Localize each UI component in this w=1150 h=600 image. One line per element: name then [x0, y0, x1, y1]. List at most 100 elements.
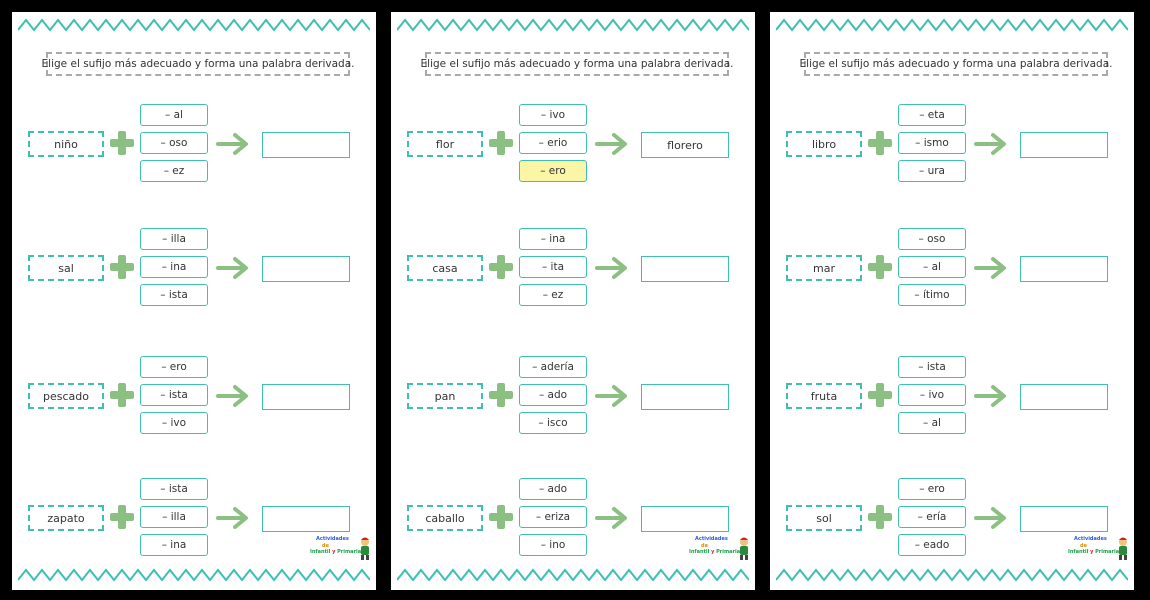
- answer-box[interactable]: florero: [641, 132, 729, 158]
- exercise-row: pescado – ero – ista – ivo: [12, 356, 376, 444]
- worksheet-2: Elige el sufijo más adecuado y forma una…: [391, 12, 755, 590]
- base-word-box: flor: [407, 131, 483, 157]
- answer-box[interactable]: [641, 384, 729, 410]
- arrow-right-icon: [216, 507, 248, 529]
- suffix-option[interactable]: – illa: [140, 506, 208, 528]
- plus-icon: [868, 383, 892, 407]
- exercise-row: niño – al – oso – ez: [12, 104, 376, 192]
- suffix-option[interactable]: – ina: [140, 256, 208, 278]
- suffix-option[interactable]: – ino: [519, 534, 587, 556]
- suffix-option[interactable]: – erio: [519, 132, 587, 154]
- suffix-option[interactable]: – ado: [519, 384, 587, 406]
- exercise-row: mar – oso – al – ítimo: [770, 228, 1134, 316]
- arrow-right-icon: [974, 385, 1006, 407]
- base-word-box: fruta: [786, 383, 862, 409]
- top-zigzag-border: [18, 18, 370, 32]
- suffix-option[interactable]: – ista: [140, 478, 208, 500]
- exercise-row: sol – ero – ería – eado: [770, 478, 1134, 566]
- exercise-row: zapato – ista – illa – ina: [12, 478, 376, 566]
- base-word: fruta: [810, 389, 838, 403]
- answer-box[interactable]: [262, 506, 350, 532]
- suffix-option[interactable]: – eta: [898, 104, 966, 126]
- plus-icon: [489, 131, 513, 155]
- site-logo: Actividades de Infantil y Primaria: [1066, 536, 1132, 560]
- base-word: pescado: [43, 389, 89, 403]
- suffix-option[interactable]: – ura: [898, 160, 966, 182]
- answer-box[interactable]: [641, 506, 729, 532]
- answer-box[interactable]: [1020, 384, 1108, 410]
- suffix-option[interactable]: – ina: [140, 534, 208, 556]
- suffix-option[interactable]: – eriza: [519, 506, 587, 528]
- worksheet-1: Elige el sufijo más adecuado y forma una…: [12, 12, 376, 590]
- suffix-option[interactable]: – ería: [898, 506, 966, 528]
- suffix-option[interactable]: – ado: [519, 478, 587, 500]
- suffix-option[interactable]: – ero: [140, 356, 208, 378]
- base-word: sal: [58, 261, 74, 275]
- answer-box[interactable]: [262, 132, 350, 158]
- base-word: flor: [435, 137, 455, 151]
- base-word-box: pescado: [28, 383, 104, 409]
- worksheet-3: Elige el sufijo más adecuado y forma una…: [770, 12, 1134, 590]
- arrow-right-icon: [974, 507, 1006, 529]
- plus-icon: [868, 131, 892, 155]
- suffix-option[interactable]: – ítimo: [898, 284, 966, 306]
- suffix-option[interactable]: – illa: [140, 228, 208, 250]
- suffix-option[interactable]: – al: [898, 412, 966, 434]
- top-zigzag-border: [397, 18, 749, 32]
- arrow-right-icon: [216, 385, 248, 407]
- suffix-option[interactable]: – adería: [519, 356, 587, 378]
- exercise-row: casa – ina – ita – ez: [391, 228, 755, 316]
- suffix-option[interactable]: – ivo: [519, 104, 587, 126]
- plus-icon: [489, 255, 513, 279]
- answer-box[interactable]: [1020, 132, 1108, 158]
- suffix-option[interactable]: – ero: [519, 160, 587, 182]
- base-word: sol: [816, 511, 832, 525]
- suffix-option[interactable]: – oso: [140, 132, 208, 154]
- suffix-option[interactable]: – al: [140, 104, 208, 126]
- suffix-option[interactable]: – ivo: [140, 412, 208, 434]
- plus-icon: [868, 505, 892, 529]
- base-word-box: mar: [786, 255, 862, 281]
- base-word-box: sal: [28, 255, 104, 281]
- site-logo: Actividades de Infantil y Primaria: [308, 536, 374, 560]
- mascot-icon: [740, 537, 748, 560]
- suffix-option[interactable]: – ista: [140, 284, 208, 306]
- answer-box[interactable]: [262, 256, 350, 282]
- answer-box[interactable]: [1020, 506, 1108, 532]
- exercise-row: caballo – ado – eriza – ino: [391, 478, 755, 566]
- answer-box[interactable]: [1020, 256, 1108, 282]
- base-word-box: pan: [407, 383, 483, 409]
- exercise-row: flor – ivo – erio – ero florero: [391, 104, 755, 192]
- suffix-option[interactable]: – ivo: [898, 384, 966, 406]
- answer-box[interactable]: [262, 384, 350, 410]
- base-word-box: sol: [786, 505, 862, 531]
- plus-icon: [489, 505, 513, 529]
- answer-box[interactable]: [641, 256, 729, 282]
- base-word: casa: [432, 261, 458, 275]
- suffix-option[interactable]: – isco: [519, 412, 587, 434]
- suffix-option[interactable]: – ero: [898, 478, 966, 500]
- instruction-box: Elige el sufijo más adecuado y forma una…: [421, 52, 733, 76]
- exercise-row: libro – eta – ismo – ura: [770, 104, 1134, 192]
- suffix-option[interactable]: – ez: [140, 160, 208, 182]
- suffix-option[interactable]: – ina: [519, 228, 587, 250]
- top-zigzag-border: [776, 18, 1128, 32]
- suffix-option[interactable]: – ismo: [898, 132, 966, 154]
- arrow-right-icon: [216, 257, 248, 279]
- suffix-option[interactable]: – al: [898, 256, 966, 278]
- suffix-option[interactable]: – ita: [519, 256, 587, 278]
- exercise-row: fruta – ista – ivo – al: [770, 356, 1134, 444]
- suffix-option[interactable]: – ez: [519, 284, 587, 306]
- site-logo: Actividades de Infantil y Primaria: [687, 536, 753, 560]
- arrow-right-icon: [974, 133, 1006, 155]
- base-word-box: zapato: [28, 505, 104, 531]
- suffix-option[interactable]: – ista: [898, 356, 966, 378]
- exercise-row: pan – adería – ado – isco: [391, 356, 755, 444]
- suffix-option[interactable]: – eado: [898, 534, 966, 556]
- plus-icon: [110, 131, 134, 155]
- arrow-right-icon: [595, 507, 627, 529]
- suffix-option[interactable]: – ista: [140, 384, 208, 406]
- base-word: caballo: [425, 511, 465, 525]
- suffix-option[interactable]: – oso: [898, 228, 966, 250]
- arrow-right-icon: [216, 133, 248, 155]
